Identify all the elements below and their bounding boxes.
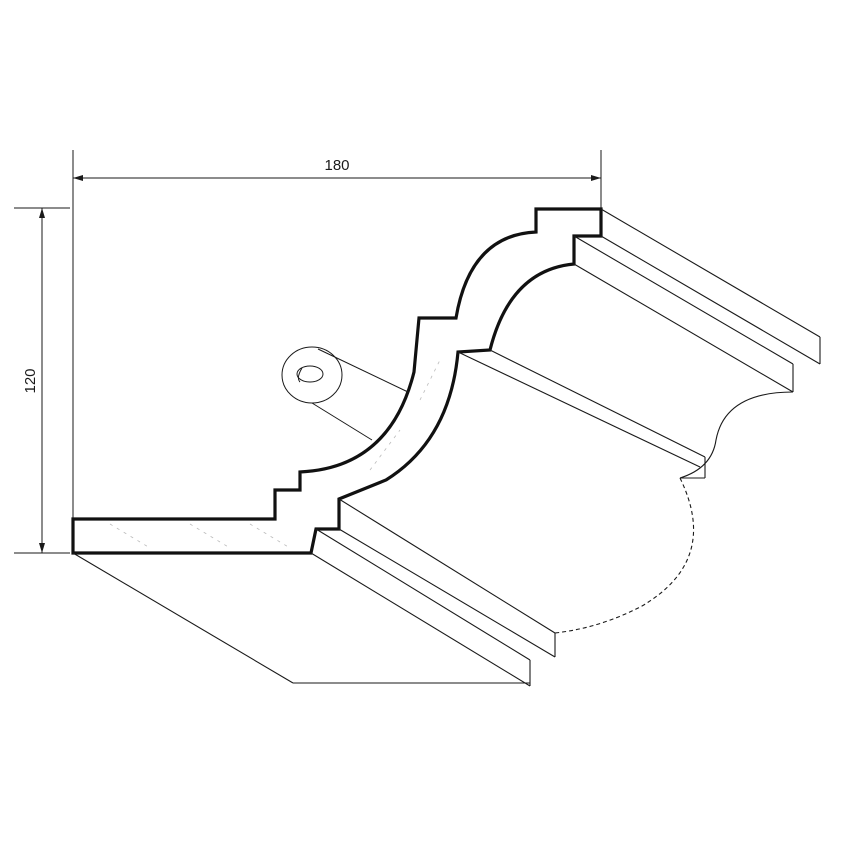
width-arrow-left bbox=[73, 175, 83, 181]
width-dimension-label: 180 bbox=[324, 157, 349, 174]
bore-axis-upper bbox=[317, 348, 409, 393]
height-arrow-top bbox=[39, 208, 45, 218]
molding-extrusion-lines bbox=[72, 208, 821, 687]
molding-far-profile bbox=[679, 391, 794, 479]
width-arrow-right bbox=[591, 175, 601, 181]
bore-axis-lower bbox=[311, 402, 373, 441]
molding-far-curve-dashed bbox=[554, 477, 694, 634]
bore-indicator bbox=[281, 346, 409, 441]
width-dimension bbox=[72, 150, 602, 520]
bore-circle bbox=[281, 346, 343, 404]
bore-mark bbox=[297, 367, 303, 383]
bore-inner-oval bbox=[296, 365, 324, 383]
height-arrow-bottom bbox=[39, 543, 45, 553]
height-dimension bbox=[14, 207, 70, 554]
height-dimension-label: 120 bbox=[22, 368, 39, 393]
profile-hatch bbox=[109, 359, 441, 549]
molding-profile-outline bbox=[71, 207, 603, 555]
